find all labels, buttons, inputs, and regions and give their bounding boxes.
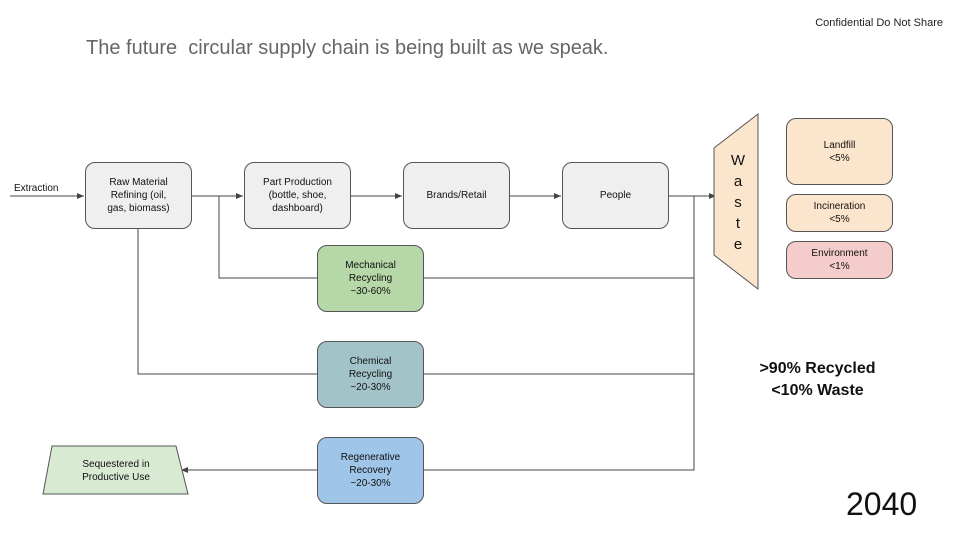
slide-title: The future circular supply chain is bein… <box>86 37 609 59</box>
waste-label: W a s t e <box>726 150 750 255</box>
extraction-label: Extraction <box>14 183 59 194</box>
regenerative-recovery-node: Regenerative Recovery ~20-30% <box>317 437 424 504</box>
year-label: 2040 <box>846 486 918 522</box>
waste-letter: t <box>735 215 741 232</box>
confidential-label: Confidential Do Not Share <box>815 17 943 29</box>
recycled-summary: >90% Recycled <box>759 360 876 377</box>
waste-letter: a <box>733 173 743 190</box>
sequestered-shape <box>42 445 189 495</box>
mechanical-return <box>218 196 317 279</box>
raw-material-node: Raw Material Refining (oil, gas, biomass… <box>85 162 192 229</box>
chemical-return <box>137 229 317 375</box>
waste-trapezoid <box>713 112 759 291</box>
incineration-node: Incineration <5% <box>786 194 893 232</box>
chemical-recycling-node: Chemical Recycling ~20-30% <box>317 341 424 408</box>
waste-letter: W <box>730 152 746 169</box>
part-production-node: Part Production (bottle, shoe, dashboard… <box>244 162 351 229</box>
mechanical-recycling-node: Mechanical Recycling ~30-60% <box>317 245 424 312</box>
waste-summary: <10% Waste <box>771 382 864 399</box>
waste-letter: s <box>734 194 742 211</box>
waste-letter: e <box>733 236 743 253</box>
sequestered-label: Sequestered in Productive Use <box>82 459 150 483</box>
regenerative-loop <box>424 374 695 471</box>
environment-node: Environment <1% <box>786 241 893 279</box>
landfill-node: Landfill <5% <box>786 118 893 185</box>
summary-block: >90% Recycled <10% Waste <box>740 358 895 402</box>
people-node: People <box>562 162 669 229</box>
brands-retail-node: Brands/Retail <box>403 162 510 229</box>
